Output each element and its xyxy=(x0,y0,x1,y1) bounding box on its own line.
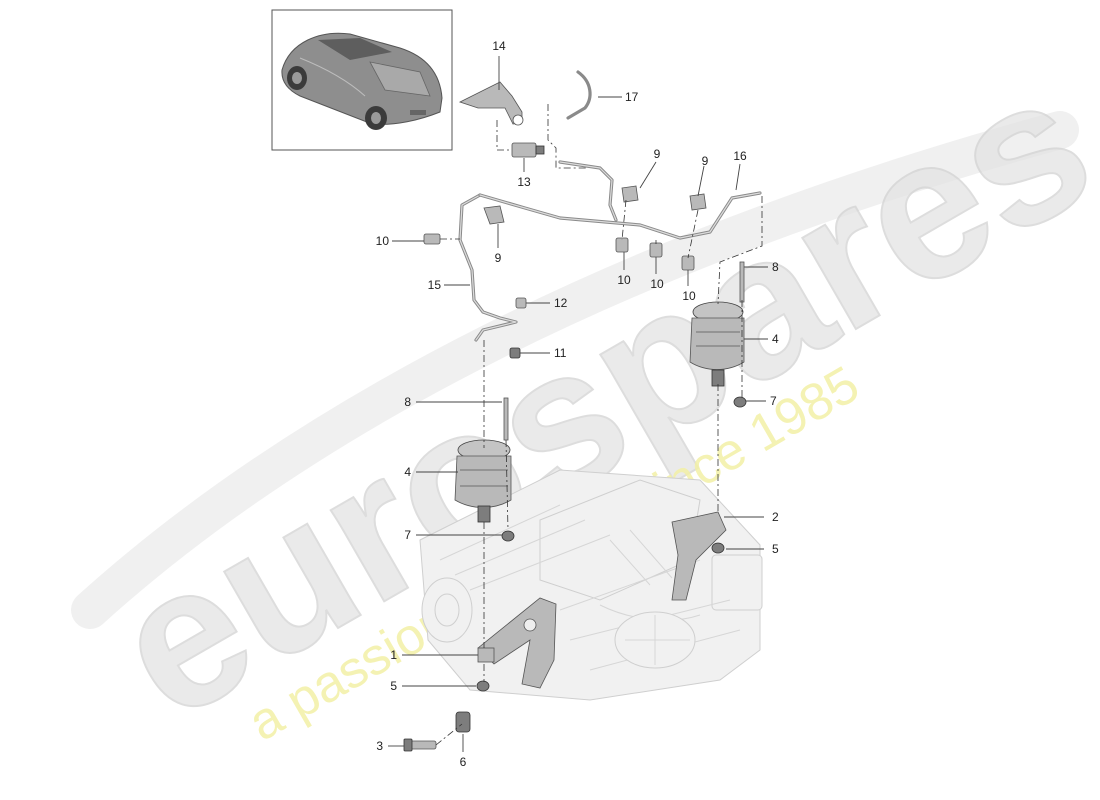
bracket-2 xyxy=(671,511,727,601)
callout-7-a: 7 xyxy=(770,394,777,408)
callout-10-a: 10 xyxy=(376,234,390,248)
clips-9 xyxy=(483,185,707,225)
callout-14: 14 xyxy=(492,39,506,53)
bushing-6 xyxy=(455,711,471,733)
callout-10-d: 10 xyxy=(682,289,696,303)
callout-labels: 14 17 13 9 9 16 10 9 10 10 10 8 15 12 4 … xyxy=(376,39,779,769)
car-icon xyxy=(281,32,443,130)
callout-3: 3 xyxy=(376,739,383,753)
callout-10-b: 10 xyxy=(617,273,631,287)
bolt-3 xyxy=(403,738,437,752)
callout-10-c: 10 xyxy=(650,277,664,291)
connector-13 xyxy=(511,142,545,158)
callout-9-a: 9 xyxy=(654,147,661,161)
callout-5-a: 5 xyxy=(772,542,779,556)
sleeves-10 xyxy=(423,233,695,271)
callout-9-c: 9 xyxy=(495,251,502,265)
hydraulic-lines xyxy=(458,70,762,342)
callout-4-a: 4 xyxy=(772,332,779,346)
callout-15: 15 xyxy=(428,278,442,292)
callout-1: 1 xyxy=(390,648,397,662)
engine-mount-4-right xyxy=(689,261,747,408)
bracket-14 xyxy=(458,81,524,126)
line-upper xyxy=(558,160,618,222)
assembly-lines xyxy=(435,104,763,746)
vehicle-thumbnail xyxy=(271,9,453,151)
callout-2: 2 xyxy=(772,510,779,524)
callout-8-b: 8 xyxy=(404,395,411,409)
leader-lines xyxy=(388,56,768,752)
watermark-swoosh xyxy=(71,111,1079,629)
nuts-11-12 xyxy=(509,297,527,359)
callout-6: 6 xyxy=(460,755,467,769)
engine-mount-4-left xyxy=(454,397,515,542)
callout-4-b: 4 xyxy=(404,465,411,479)
callout-13: 13 xyxy=(517,175,531,189)
callout-12: 12 xyxy=(554,296,568,310)
bracket-1 xyxy=(476,597,557,692)
callout-17: 17 xyxy=(625,90,639,104)
callout-9-b: 9 xyxy=(702,154,709,168)
callout-11: 11 xyxy=(554,346,567,360)
callout-5-b: 5 xyxy=(390,679,397,693)
callout-16: 16 xyxy=(733,149,747,163)
callout-8-a: 8 xyxy=(772,260,779,274)
hose-17 xyxy=(566,70,592,120)
callout-7-b: 7 xyxy=(404,528,411,542)
